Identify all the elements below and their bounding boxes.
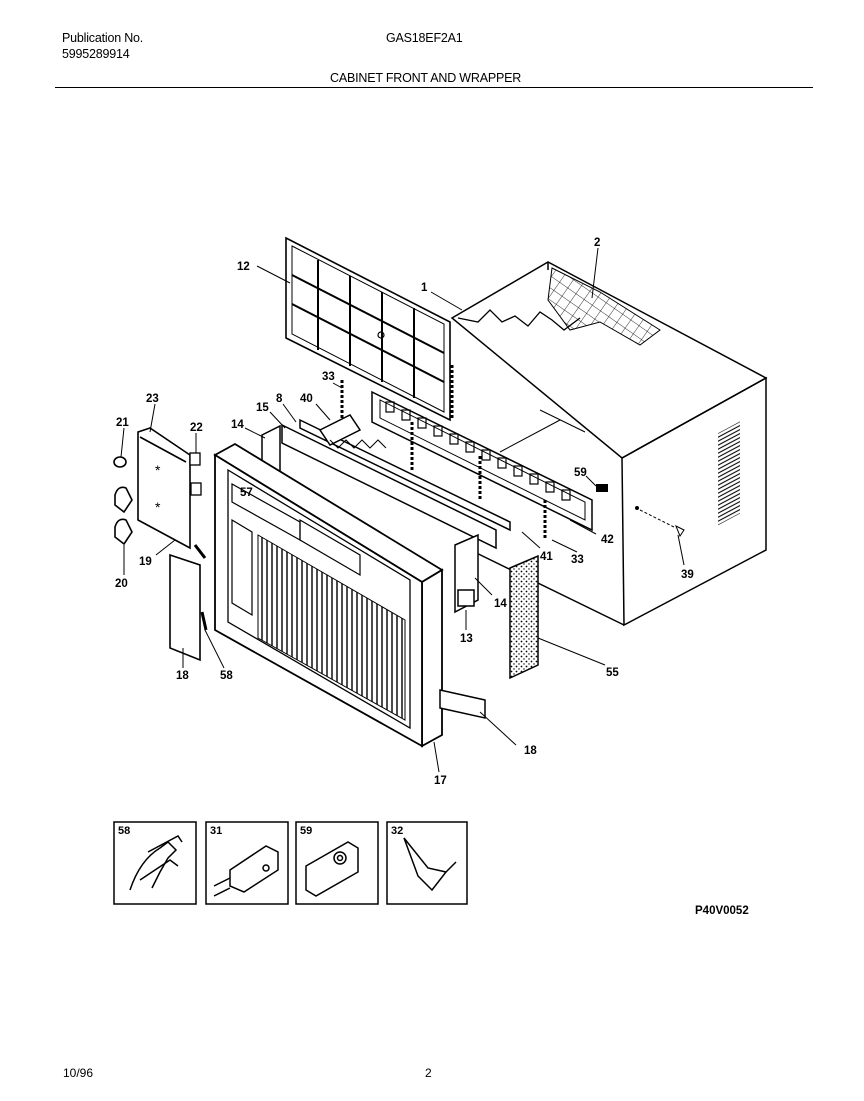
- callout-20: 20: [115, 578, 128, 590]
- side-vents: [718, 421, 740, 526]
- figure-code: P40V0052: [695, 905, 749, 917]
- callout-33b: 33: [571, 554, 584, 566]
- callout-22: 22: [190, 422, 203, 434]
- callout-labels: 1 2 12 33 8 40 15 14 23 21 22 57 59 42 4…: [115, 237, 694, 787]
- small-clips: [189, 452, 202, 496]
- divider-bar: [371, 390, 593, 532]
- callout-17: 17: [434, 775, 447, 787]
- header-rule: [55, 87, 813, 88]
- callout-15: 15: [256, 402, 269, 414]
- knobs: [113, 456, 133, 546]
- callout-21: 21: [116, 417, 129, 429]
- control-panel: * *: [137, 427, 191, 550]
- spring-parts: [340, 365, 547, 540]
- callout-58: 58: [220, 670, 233, 682]
- callout-42: 42: [601, 534, 614, 546]
- callout-19: 19: [139, 556, 152, 568]
- callout-39: 39: [681, 569, 694, 581]
- channel-teeth: [329, 439, 387, 449]
- publication-number: 5995289914: [62, 47, 130, 61]
- divider-slots: [385, 401, 571, 501]
- callout-57: 57: [240, 487, 253, 499]
- callout-18b: 18: [524, 745, 537, 757]
- screw-39: [675, 524, 685, 538]
- callout-1: 1: [421, 282, 428, 294]
- section-title: CABINET FRONT AND WRAPPER: [330, 71, 522, 85]
- callout-12: 12: [237, 261, 250, 273]
- callout-41: 41: [540, 551, 553, 563]
- detail-label-58: 58: [118, 825, 130, 837]
- callout-13: 13: [460, 633, 473, 645]
- base-tray: [439, 689, 486, 719]
- callout-55: 55: [606, 667, 619, 679]
- top-channel: [281, 414, 511, 550]
- callout-8: 8: [276, 393, 283, 405]
- clip-part-58: [200, 611, 208, 631]
- callout-14b: 14: [494, 598, 507, 610]
- detail-label-32: 32: [391, 825, 403, 837]
- detail-box-31: [205, 821, 289, 905]
- detail-label-31: 31: [210, 825, 222, 837]
- insulation-pad: [547, 267, 661, 346]
- bracket-59: [596, 484, 608, 492]
- air-filter: [285, 236, 451, 422]
- screw-39-dot: [635, 506, 639, 510]
- footer-date: 10/96: [63, 1066, 94, 1080]
- mesh-filter: [509, 554, 539, 680]
- screw-39-line: [639, 509, 677, 529]
- detail-box-32: [386, 821, 468, 905]
- callout-33a: 33: [322, 371, 335, 383]
- insulation-edge: [457, 309, 581, 331]
- side-trim: [169, 553, 201, 662]
- callout-59: 59: [574, 467, 587, 479]
- callout-14a: 14: [231, 419, 244, 431]
- svg-text:*: *: [155, 462, 161, 478]
- callout-23: 23: [146, 393, 159, 405]
- detail-box-labels: 58 31 59 32: [118, 825, 403, 837]
- leader-lines: [120, 247, 685, 773]
- screw-part: [193, 544, 207, 559]
- detail-box-58: [113, 821, 197, 905]
- detail-label-59: 59: [300, 825, 312, 837]
- front-grille: [257, 534, 406, 721]
- svg-text:*: *: [155, 499, 161, 515]
- callout-40: 40: [300, 393, 313, 405]
- model-number: GAS18EF2A1: [386, 31, 463, 45]
- footer-page-number: 2: [425, 1066, 432, 1080]
- publication-label: Publication No.: [62, 31, 144, 45]
- cabinet-wrapper: [450, 261, 768, 627]
- callout-18a: 18: [176, 670, 189, 682]
- detail-box-59: [295, 821, 379, 905]
- callout-2: 2: [594, 237, 600, 249]
